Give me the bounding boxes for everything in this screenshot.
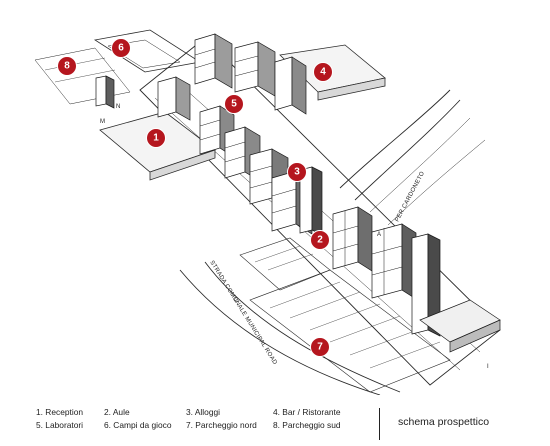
- marker-1[interactable]: 1: [146, 128, 166, 148]
- marker-1-number: 1: [153, 133, 159, 144]
- schema-title: schema prospettico: [398, 416, 490, 428]
- legend-divider: [379, 408, 380, 440]
- legend-item-reception: 1. Reception: [36, 407, 84, 417]
- marker-6-number: 6: [118, 43, 124, 54]
- marker-5-number: 5: [231, 99, 237, 110]
- block-upper-1: [194, 33, 233, 89]
- marker-3-circle: [287, 162, 307, 182]
- marker-4[interactable]: 4: [313, 62, 333, 82]
- marker-8-number: 8: [64, 61, 70, 72]
- building-blocks: [95, 33, 501, 353]
- legend-item-parcheggio-nord: 7. Parcheggio nord: [186, 420, 257, 430]
- letter-c: C: [234, 298, 239, 304]
- marker-3[interactable]: 3: [287, 162, 307, 182]
- letter-i: I: [487, 364, 489, 370]
- legend-item-parcheggio-sud: 8. Parcheggio sud: [273, 420, 341, 430]
- marker-4-circle: [313, 62, 333, 82]
- legend-item-bar-ristorante: 4. Bar / Ristorante: [273, 407, 341, 417]
- marker-8[interactable]: 8: [57, 56, 77, 76]
- block-upper-2: [234, 41, 276, 97]
- marker-7-circle: [310, 337, 330, 357]
- marker-3-number: 3: [294, 167, 300, 178]
- marker-1-circle: [146, 128, 166, 148]
- marker-8-circle: [57, 56, 77, 76]
- numbered-markers: 1 2 3 4 5 6 7 8: [57, 38, 333, 357]
- tower-lower: [411, 233, 441, 337]
- marker-5-circle: [224, 94, 244, 114]
- marker-7-number: 7: [317, 342, 323, 353]
- city-road-label: PER CARDONETO: [394, 171, 426, 223]
- letter-a: A: [377, 232, 381, 238]
- marker-2-number: 2: [317, 235, 323, 246]
- legend-item-aule: 2. Aule: [104, 407, 130, 417]
- block-lower-1: [332, 206, 373, 272]
- tower-mid: [299, 166, 323, 236]
- block-upper-3: [274, 56, 307, 115]
- block-mid-1: [157, 76, 191, 121]
- window-grids: [194, 48, 403, 295]
- marker-5[interactable]: 5: [224, 94, 244, 114]
- marker-2[interactable]: 2: [310, 230, 330, 250]
- marker-6-circle: [111, 38, 131, 58]
- legend-item-alloggi: 3. Alloggi: [186, 407, 220, 417]
- axonometric-drawing: STRADA COMUNALE MUNICIPAL ROAD PER CARDO…: [34, 29, 501, 395]
- marker-6[interactable]: 6: [111, 38, 131, 58]
- marker-7[interactable]: 7: [310, 337, 330, 357]
- letter-m: M: [100, 119, 105, 125]
- legend-item-campi-da-gioco: 6. Campi da gioco: [104, 420, 172, 430]
- legend: 1. Reception 2. Aule 3. Alloggi 4. Bar /…: [0, 396, 550, 446]
- marker-4-number: 4: [320, 67, 326, 78]
- legend-item-laboratori: 5. Laboratori: [36, 420, 84, 430]
- tower-left: [95, 75, 115, 109]
- marker-2-circle: [310, 230, 330, 250]
- letter-n: N: [116, 104, 120, 110]
